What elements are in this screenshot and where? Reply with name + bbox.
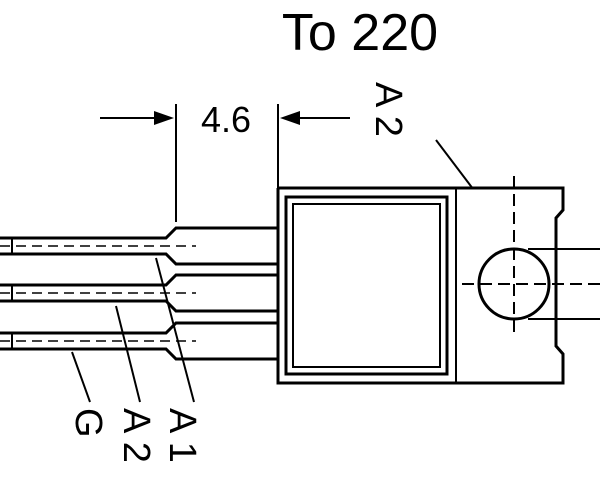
pin-label-a1: A 1 <box>161 408 203 463</box>
pin-label-g: G <box>67 408 109 438</box>
dimension-4-6: 4.6 <box>100 99 350 222</box>
lead-3 <box>0 321 278 361</box>
leader-g <box>71 351 91 403</box>
lead-2 <box>0 273 278 313</box>
arrowhead-right-icon <box>280 111 300 125</box>
leader-a1 <box>155 257 195 403</box>
package-body <box>276 176 600 385</box>
pin-label-a2: A 2 <box>115 408 157 463</box>
arrowhead-left-icon <box>154 111 174 125</box>
dimension-value: 4.6 <box>201 99 251 140</box>
lead-1 <box>0 226 278 266</box>
diagram-title: To 220 <box>282 4 438 62</box>
leader-a2 <box>115 305 141 403</box>
die-inner-outline <box>292 203 441 368</box>
tab-pin-label: A 2 <box>367 82 409 137</box>
